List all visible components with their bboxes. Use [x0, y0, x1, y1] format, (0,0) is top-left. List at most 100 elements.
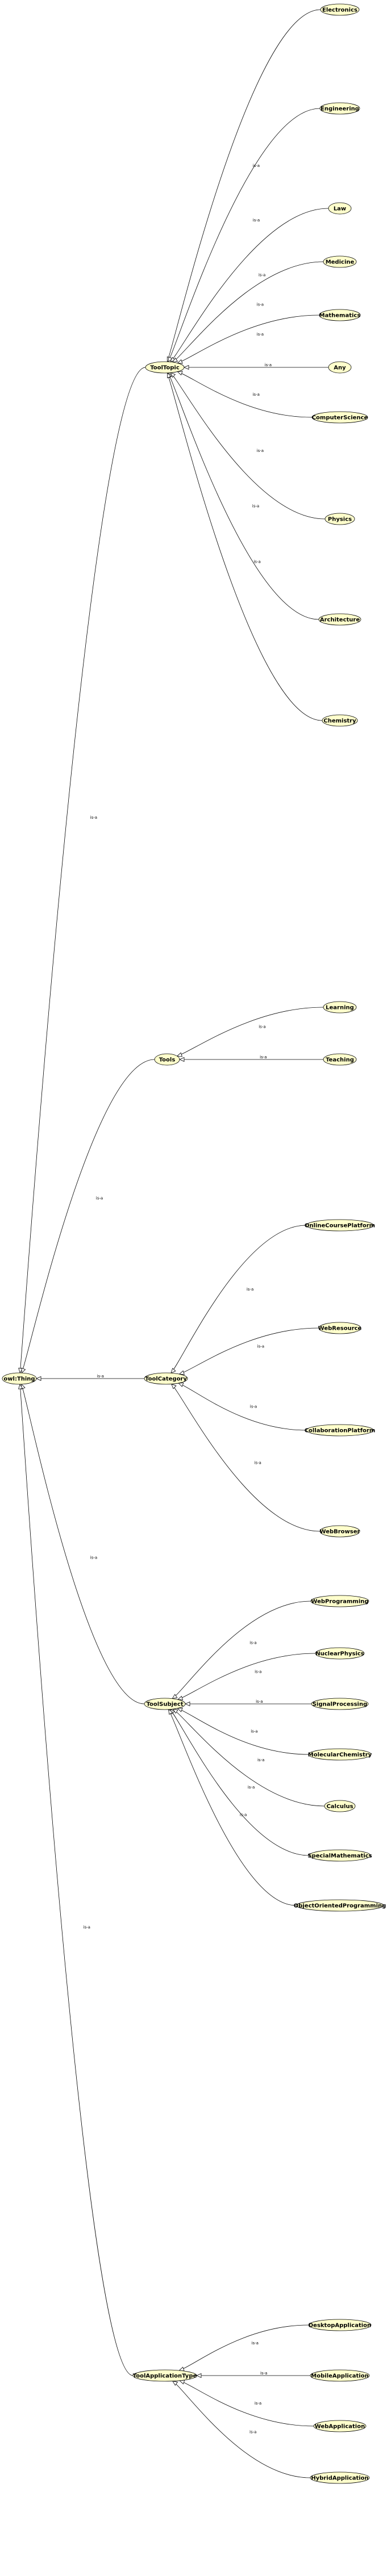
class-node-ellipse[interactable]: [322, 714, 358, 727]
edge-label: is-a: [253, 164, 260, 168]
class-node-owl-thing[interactable]: owl:Thing: [2, 1372, 37, 1385]
class-node-ellipse[interactable]: [311, 1698, 369, 1710]
class-node-ellipse[interactable]: [319, 1525, 360, 1538]
edge-molecular-chemistry-to-tool-subject: is-a: [177, 1707, 309, 1755]
edges-layer: is-ais-ais-ais-ais-ais-ais-ais-ais-ais-a…: [18, 9, 329, 2478]
class-node-tool-application-type[interactable]: ToolApplicationType: [132, 2369, 197, 2382]
class-node-label: ObjectOrientedProgramming: [294, 1903, 386, 1909]
class-node-ellipse[interactable]: [310, 2472, 370, 2484]
class-node-tool-topic[interactable]: ToolTopic: [145, 361, 185, 374]
edge-nuclear-physics-to-tool-subject: is-a: [177, 1653, 316, 1700]
class-node-ellipse[interactable]: [313, 2420, 367, 2432]
edge-label: is-a: [254, 1460, 261, 1465]
class-node-object-oriented-programming[interactable]: ObjectOrientedProgramming: [294, 1899, 386, 1912]
edge-line: [19, 367, 146, 1373]
class-node-label: ToolSubject: [146, 1702, 183, 1708]
class-node-hybrid-application[interactable]: HybridApplication: [310, 2472, 370, 2484]
class-node-mobile-application[interactable]: MobileApplication: [310, 2369, 370, 2382]
class-node-tool-subject[interactable]: ToolSubject: [144, 1698, 186, 1710]
class-node-signal-processing[interactable]: SignalProcessing: [311, 1698, 369, 1710]
class-node-collaboration-platform[interactable]: CollaborationPlatform: [305, 1424, 376, 1436]
class-node-ellipse[interactable]: [132, 2369, 197, 2382]
class-node-teaching[interactable]: Teaching: [323, 1053, 357, 1066]
class-node-tools[interactable]: Tools: [154, 1053, 180, 1066]
class-node-ellipse[interactable]: [310, 2369, 370, 2382]
is-a-arrowhead: [167, 372, 172, 379]
edge-learning-to-tools: is-a: [176, 1007, 324, 1057]
class-node-label: OnlineCoursePlatform: [305, 1223, 375, 1229]
is-a-arrowhead: [185, 1701, 190, 1707]
class-node-tool-category[interactable]: ToolCategory: [144, 1372, 188, 1385]
class-node-ellipse[interactable]: [328, 361, 352, 374]
class-node-any[interactable]: Any: [328, 361, 352, 374]
class-node-special-mathematics[interactable]: SpecialMathematics: [307, 1849, 372, 1862]
class-node-medicine[interactable]: Medicine: [323, 255, 357, 268]
class-node-mathematics[interactable]: Mathematics: [319, 309, 361, 321]
class-node-ellipse[interactable]: [311, 411, 368, 424]
is-a-arrowhead: [170, 1368, 176, 1374]
class-node-web-browser[interactable]: WebBrowser: [319, 1525, 360, 1538]
class-node-online-course-platform[interactable]: OnlineCoursePlatform: [305, 1219, 375, 1232]
class-node-label: WebProgramming: [311, 1599, 368, 1605]
edge-line: [168, 108, 321, 362]
edge-tool-subject-to-owl-thing: is-a: [20, 1383, 145, 1704]
edge-collaboration-platform-to-tool-category: is-a: [178, 1383, 307, 1431]
class-node-ellipse[interactable]: [323, 1001, 357, 1013]
class-node-ellipse[interactable]: [306, 1424, 374, 1436]
class-node-ellipse[interactable]: [324, 1800, 356, 1812]
class-node-computer-science[interactable]: ComputerScience: [311, 411, 368, 424]
is-a-arrowhead: [21, 1367, 26, 1374]
class-node-ellipse[interactable]: [328, 202, 352, 215]
edge-label: is-a: [257, 303, 264, 307]
class-node-ellipse[interactable]: [319, 309, 361, 321]
class-node-law[interactable]: Law: [328, 202, 352, 215]
class-node-engineering[interactable]: Engineering: [319, 102, 360, 115]
class-node-label: Calculus: [326, 1804, 353, 1810]
class-node-nuclear-physics[interactable]: NuclearPhysics: [315, 1647, 365, 1660]
class-node-ellipse[interactable]: [144, 1372, 188, 1385]
class-node-ellipse[interactable]: [144, 1698, 186, 1710]
class-node-ellipse[interactable]: [323, 1053, 357, 1066]
class-node-label: NuclearPhysics: [315, 1651, 364, 1657]
is-a-arrowhead: [178, 2366, 185, 2372]
class-node-ellipse[interactable]: [310, 1595, 369, 1607]
class-node-ellipse[interactable]: [309, 1849, 371, 1862]
class-node-label: Learning: [326, 1005, 354, 1011]
is-a-arrowhead: [179, 1057, 185, 1062]
edge-online-course-platform-to-tool-category: is-a: [170, 1225, 307, 1374]
class-node-ellipse[interactable]: [319, 102, 360, 115]
is-a-arrowhead: [172, 2381, 178, 2386]
class-node-ellipse[interactable]: [320, 3, 360, 16]
class-node-physics[interactable]: Physics: [324, 513, 355, 525]
class-node-ellipse[interactable]: [315, 1647, 365, 1660]
nodes-layer: owl:Thing ToolTopicToolsToolCategoryToolS…: [2, 3, 386, 2484]
class-node-learning[interactable]: Learning: [323, 1001, 357, 1013]
edge-label: is-a: [249, 2430, 256, 2434]
edge-line: [172, 261, 324, 363]
class-node-ellipse[interactable]: [324, 513, 355, 525]
edge-line: [167, 372, 323, 721]
class-node-ellipse[interactable]: [306, 1219, 374, 1232]
class-node-web-programming[interactable]: WebProgramming: [310, 1595, 369, 1607]
class-node-ellipse[interactable]: [318, 613, 361, 626]
edge-hybrid-application-to-tool-application-type: is-a: [172, 2381, 311, 2478]
class-node-molecular-chemistry[interactable]: MolecularChemistry: [308, 1748, 372, 1761]
class-node-web-resource[interactable]: WebResource: [318, 1322, 362, 1334]
class-node-chemistry[interactable]: Chemistry: [322, 714, 358, 727]
class-node-ellipse[interactable]: [318, 1322, 361, 1334]
class-node-calculus[interactable]: Calculus: [324, 1800, 356, 1812]
class-node-ellipse[interactable]: [308, 1748, 372, 1761]
class-node-electronics[interactable]: Electronics: [320, 3, 360, 16]
class-node-web-application[interactable]: WebApplication: [313, 2420, 367, 2432]
class-node-ellipse[interactable]: [145, 361, 185, 374]
class-node-ellipse[interactable]: [296, 1899, 384, 1912]
class-node-ellipse[interactable]: [154, 1053, 180, 1066]
class-node-desktop-application[interactable]: DesktopApplication: [308, 2319, 372, 2331]
edge-chemistry-to-tool-topic: is-a: [167, 372, 323, 721]
class-node-ellipse[interactable]: [323, 255, 357, 268]
class-node-ellipse[interactable]: [2, 1372, 37, 1385]
class-node-architecture[interactable]: Architecture: [318, 613, 361, 626]
edge-tool-category-to-owl-thing: is-a: [36, 1374, 145, 1381]
is-a-arrowhead: [18, 1384, 23, 1389]
class-node-ellipse[interactable]: [308, 2319, 372, 2331]
